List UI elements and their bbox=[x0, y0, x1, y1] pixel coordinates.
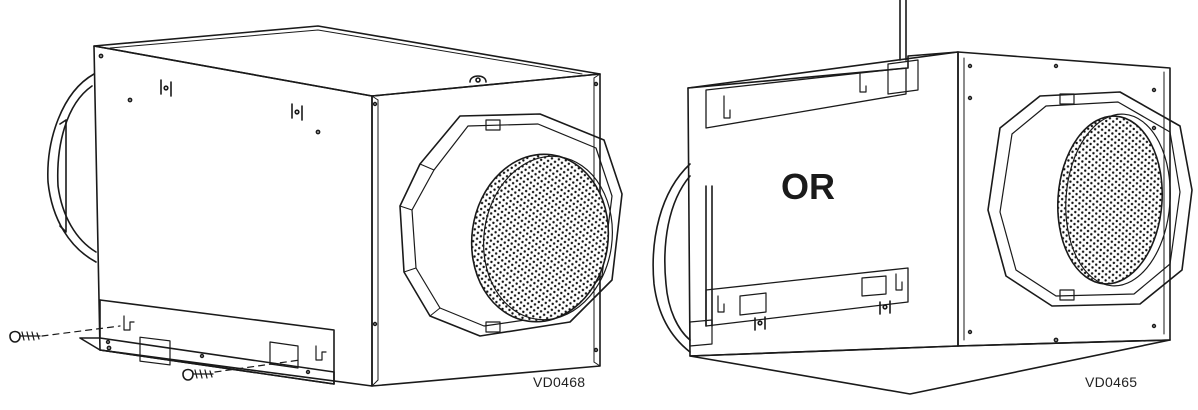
left-side-face bbox=[93, 45, 373, 387]
left-bracket-mark-1 bbox=[160, 79, 172, 97]
right-bracket-mark-2 bbox=[879, 300, 891, 315]
right-front-face bbox=[957, 51, 1171, 347]
left-screw-top-icon bbox=[9, 330, 41, 343]
right-mesh-grille-icon bbox=[1056, 115, 1164, 285]
right-unit bbox=[652, 0, 1193, 395]
left-bracket-mark-2 bbox=[291, 103, 303, 121]
left-figure-code: VD0468 bbox=[533, 374, 586, 390]
left-mounting-bracket-icon bbox=[79, 299, 335, 385]
separator-label: OR bbox=[781, 166, 835, 207]
left-screw-bottom-icon bbox=[182, 368, 214, 381]
left-mesh-grille-icon bbox=[470, 153, 610, 323]
left-rear-collar bbox=[47, 73, 97, 263]
left-top-face bbox=[93, 25, 601, 97]
right-duct-collar-icon bbox=[987, 91, 1193, 307]
right-figure-code: VD0465 bbox=[1085, 374, 1138, 390]
right-bracket-mark-1 bbox=[754, 316, 766, 331]
right-mounting-bracket-icon bbox=[705, 267, 909, 327]
left-unit bbox=[9, 25, 623, 387]
